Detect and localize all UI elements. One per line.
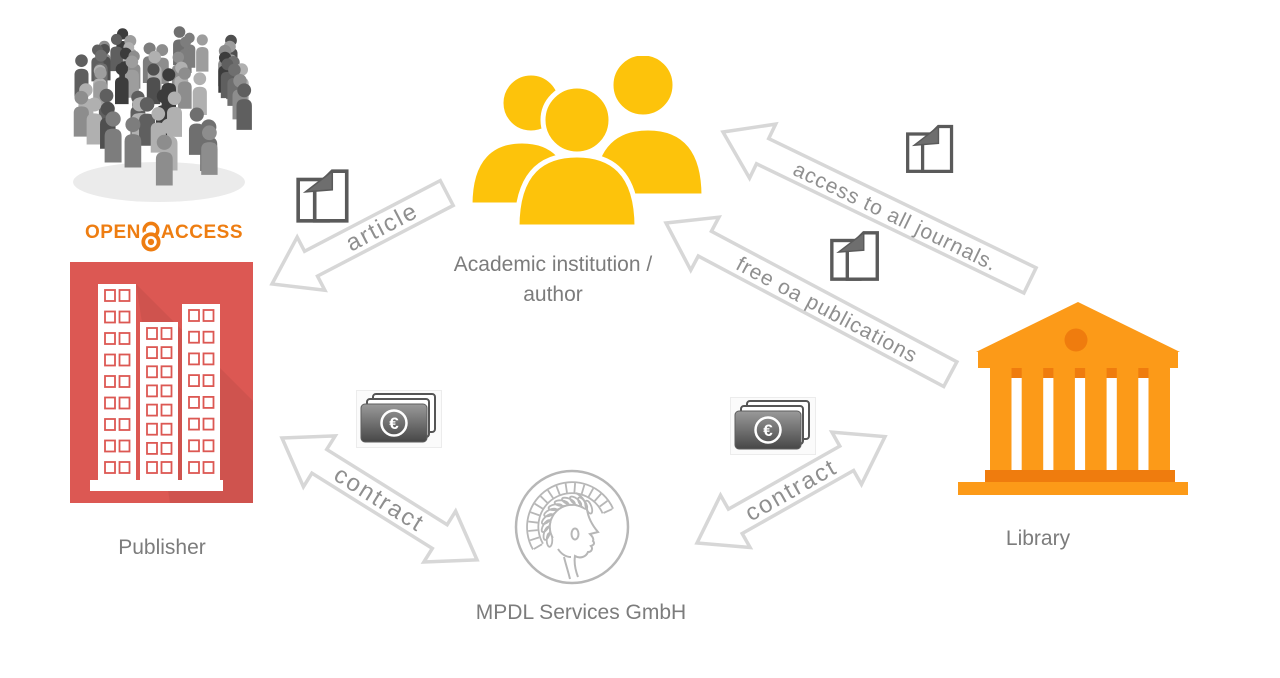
library-building-icon: [958, 302, 1188, 495]
mpdl-minerva-logo-icon: [514, 469, 630, 585]
euro-symbol: €: [763, 421, 773, 440]
people-group-icon: [467, 56, 707, 230]
arrow-contract-publisher-label: contract: [329, 461, 429, 538]
open-access-word-access: ACCESS: [160, 222, 243, 243]
academic-label-line1: Academic institution /: [453, 253, 653, 276]
document-copy-icon: [296, 169, 349, 223]
document-copy-icon: [830, 231, 879, 281]
euro-symbol: €: [389, 414, 399, 433]
euro-banknotes-icon: €: [730, 397, 816, 455]
library-pediment-dot: [1064, 328, 1088, 352]
mpdl-label: MPDL Services GmbH: [475, 601, 687, 624]
document-copy-icon: [906, 124, 954, 173]
open-access-logo: OPEN ACCESS: [85, 206, 243, 260]
library-columns: [990, 367, 1170, 470]
euro-banknotes-icon: €: [356, 390, 442, 448]
open-access-word-open: OPEN: [85, 222, 141, 243]
publisher-windows: [104, 289, 215, 474]
publisher-building-icon: [70, 262, 253, 503]
arrow-access-journals-label: access to all journals.: [789, 158, 1000, 276]
academic-label: Academic institution / author: [413, 250, 693, 311]
publisher-label: Publisher: [118, 536, 206, 559]
open-access-lock-icon: [139, 221, 161, 252]
public-crowd-image: [73, 26, 252, 202]
library-label: Library: [1005, 527, 1071, 550]
academic-label-line2: author: [523, 283, 583, 307]
arrow-contract-library-label: contract: [740, 454, 842, 527]
crowd-figures: [73, 26, 252, 186]
